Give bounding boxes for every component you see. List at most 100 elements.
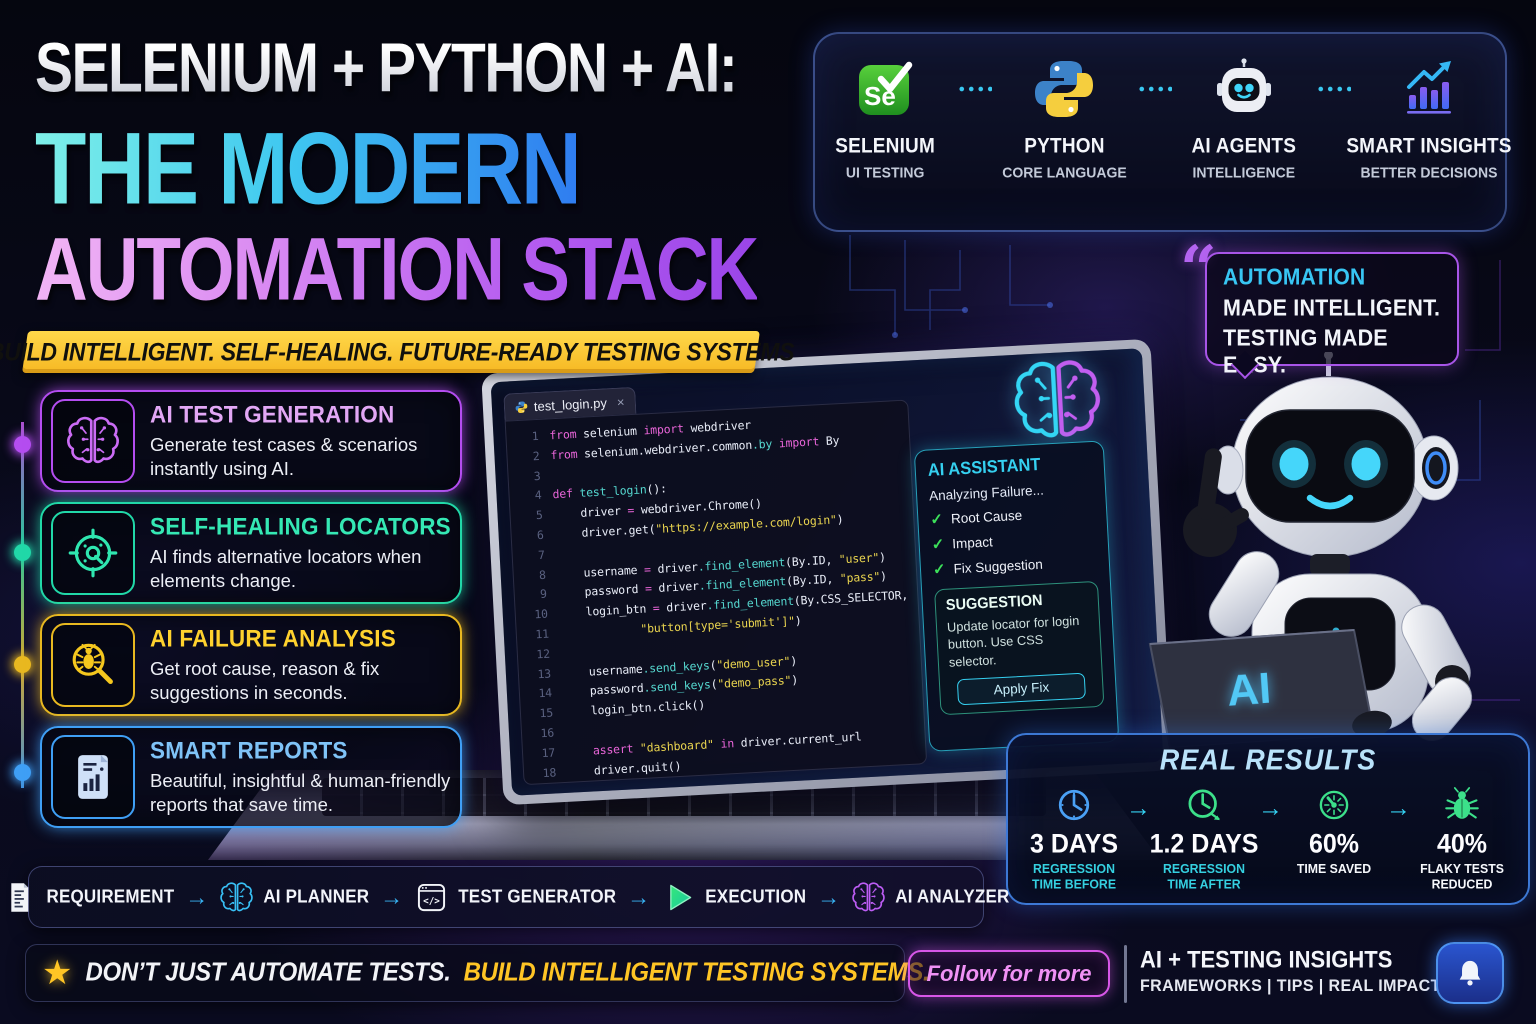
line-content bbox=[565, 723, 566, 743]
line-number: 16 bbox=[540, 725, 555, 741]
result-stat: 60% TIME SAVED bbox=[1282, 784, 1386, 877]
headline-line3: AUTOMATION STACK bbox=[35, 220, 759, 319]
apply-fix-button[interactable]: Apply Fix bbox=[956, 672, 1086, 706]
flow-arrow-icon: → bbox=[380, 883, 404, 910]
cta-bar: ★ DON’T JUST AUTOMATE TESTS. BUILD INTEL… bbox=[25, 944, 930, 1002]
line-content bbox=[551, 466, 552, 486]
feature-title: AI TEST GENERATION bbox=[150, 401, 395, 429]
result-stat: 1.2 DAYS REGRESSION TIME AFTER bbox=[1150, 784, 1258, 893]
stack-item-subtitle: INTELLIGENCE bbox=[1192, 163, 1296, 181]
follow-button[interactable]: Follow for more bbox=[908, 950, 1110, 997]
feature-text: SMART REPORTS Beautiful, insightful & hu… bbox=[135, 737, 460, 816]
results-row: 3 DAYS REGRESSION TIME BEFORE → 1.2 DAYS… bbox=[1022, 784, 1514, 893]
feature-timeline bbox=[14, 412, 34, 798]
star-icon: ★ bbox=[42, 954, 73, 992]
workflow-step-icon bbox=[2, 880, 37, 915]
flow-arrow-icon: → bbox=[627, 883, 651, 910]
stack-icon bbox=[1211, 56, 1277, 122]
workflow-step: REQUIREMENT bbox=[2, 880, 174, 915]
result-stat: 40% FLAKY TESTS REDUCED bbox=[1410, 784, 1514, 893]
line-number: 4 bbox=[534, 488, 542, 503]
line-number: 2 bbox=[532, 448, 540, 464]
flow-arrow-icon: → bbox=[185, 883, 209, 910]
headline-line1: SELENIUM + PYTHON + AI: bbox=[35, 33, 757, 104]
workflow-step-label: AI PLANNER bbox=[263, 886, 370, 907]
result-stat: 3 DAYS REGRESSION TIME BEFORE bbox=[1022, 784, 1126, 893]
feature-title: SMART REPORTS bbox=[150, 737, 348, 765]
suggestion-text: Update locator for login button. Use CSS… bbox=[946, 612, 1080, 670]
line-number: 7 bbox=[537, 547, 546, 562]
stat-icon bbox=[1313, 784, 1355, 826]
workflow-step-icon bbox=[851, 880, 886, 915]
line-number: 1 bbox=[531, 428, 539, 444]
insights-title: AI + TESTING INSIGHTS bbox=[1140, 945, 1393, 974]
insights-block: AI + TESTING INSIGHTS FRAMEWORKS | TIPS … bbox=[1140, 945, 1441, 996]
stack-item: AI AGENTS INTELLIGENCE bbox=[1174, 56, 1314, 230]
feature-icon bbox=[51, 735, 135, 819]
feature-text: SELF-HEALING LOCATORS AI finds alternati… bbox=[135, 513, 460, 592]
notification-bell-button[interactable] bbox=[1436, 942, 1504, 1004]
results-title: REAL RESULTS bbox=[1159, 744, 1377, 776]
stack-item-subtitle: UI TESTING bbox=[845, 163, 925, 181]
feature-card: AI FAILURE ANALYSIS Get root cause, reas… bbox=[40, 614, 462, 716]
workflow-step-label: REQUIREMENT bbox=[46, 886, 175, 907]
stat-value: 1.2 DAYS bbox=[1149, 828, 1259, 860]
workflow-step-label: TEST GENERATOR bbox=[458, 886, 617, 907]
stat-value: 3 DAYS bbox=[1029, 828, 1118, 860]
bell-icon bbox=[1455, 958, 1485, 988]
assistant-checklist: ✓ Root Cause ✓ Impact ✓ Fix Suggestion bbox=[930, 502, 1097, 578]
headline-line2: THE MODERN bbox=[35, 117, 757, 219]
real-results-panel: REAL RESULTS 3 DAYS REGRESSION TIME BEFO… bbox=[1006, 733, 1530, 905]
stack-icon bbox=[1031, 56, 1097, 122]
close-tab-icon[interactable]: × bbox=[616, 393, 625, 410]
workflow-step-label: AI ANALYZER bbox=[895, 886, 1010, 907]
feature-icon bbox=[51, 399, 135, 483]
stack-item-name: PYTHON bbox=[1024, 134, 1105, 158]
quote-line1: AUTOMATION bbox=[1223, 265, 1366, 290]
line-content bbox=[560, 644, 561, 664]
check-label: Root Cause bbox=[950, 507, 1023, 526]
flow-arrow-icon: → bbox=[1126, 794, 1151, 822]
timeline-dot bbox=[14, 436, 31, 453]
line-number: 11 bbox=[535, 626, 550, 642]
check-item: ✓ Fix Suggestion bbox=[932, 552, 1098, 579]
stat-label: TIME SAVED bbox=[1296, 861, 1372, 877]
assistant-title: AI ASSISTANT bbox=[927, 455, 1041, 481]
check-label: Fix Suggestion bbox=[953, 556, 1044, 576]
workflow-bar: REQUIREMENT → AI PLANNER → TEST GENERATO… bbox=[28, 866, 1009, 928]
feature-title: AI FAILURE ANALYSIS bbox=[150, 625, 396, 653]
feature-text: AI FAILURE ANALYSIS Get root cause, reas… bbox=[135, 625, 460, 704]
line-number: 9 bbox=[539, 587, 548, 602]
stack-icon bbox=[1396, 56, 1462, 122]
feature-icon bbox=[51, 511, 135, 595]
workflow-step: AI ANALYZER bbox=[851, 880, 1009, 915]
feature-card: SMART REPORTS Beautiful, insightful & hu… bbox=[40, 726, 462, 828]
line-number: 10 bbox=[534, 606, 549, 622]
feature-list: AI TEST GENERATION Generate test cases &… bbox=[40, 390, 462, 838]
timeline-line bbox=[21, 422, 24, 788]
stack-item-name: SELENIUM bbox=[835, 134, 936, 158]
tagline-banner: BUILD INTELLIGENT. SELF-HEALING. FUTURE-… bbox=[0, 331, 794, 373]
timeline-dot bbox=[14, 656, 31, 673]
line-number: 8 bbox=[538, 567, 547, 582]
feature-icon bbox=[51, 623, 135, 707]
feature-title: SELF-HEALING LOCATORS bbox=[150, 513, 451, 541]
stack-icon bbox=[852, 56, 918, 122]
headline-block: SELENIUM + PYTHON + AI: THE MODERN AUTOM… bbox=[35, 33, 759, 314]
line-number: 12 bbox=[536, 646, 551, 662]
suggestion-card: SUGGESTION Update locator for login butt… bbox=[934, 580, 1105, 716]
check-item: ✓ Impact bbox=[931, 527, 1096, 554]
stack-item-subtitle: CORE LANGUAGE bbox=[1002, 163, 1127, 181]
workflow-step: EXECUTION bbox=[661, 880, 806, 915]
cta-text-yellow: BUILD INTELLIGENT TESTING SYSTEMS. bbox=[463, 957, 930, 988]
stat-icon bbox=[1053, 784, 1095, 826]
divider bbox=[1124, 945, 1127, 1003]
python-file-icon bbox=[515, 400, 529, 414]
timeline-dot bbox=[14, 764, 31, 781]
check-icon: ✓ bbox=[931, 535, 945, 554]
check-icon: ✓ bbox=[932, 560, 947, 579]
quote-line3: TESTING MADE EASY. bbox=[1223, 325, 1388, 378]
stack-item: SELENIUM UI TESTING bbox=[815, 56, 955, 230]
